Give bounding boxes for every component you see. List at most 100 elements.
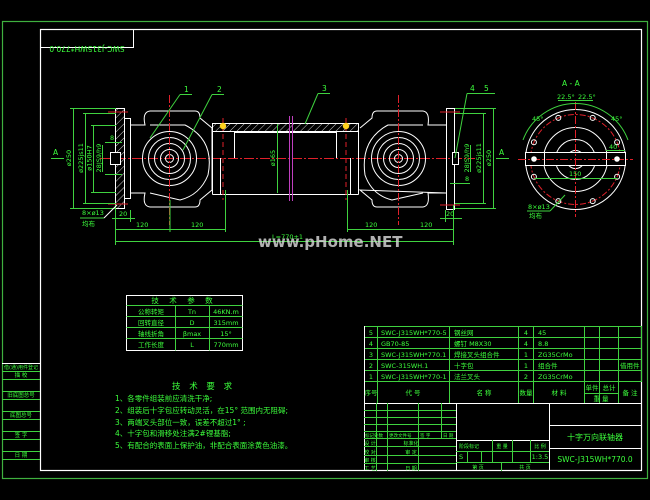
svg-text:轴线折角: 轴线折角 — [138, 329, 164, 338]
svg-text:回转直径: 回转直径 — [138, 318, 165, 327]
svg-text:工 艺: 工 艺 — [364, 466, 376, 472]
svg-text:备 注: 备 注 — [622, 388, 638, 397]
watermark: www.pHome.NET — [258, 233, 403, 251]
svg-text:1:3.5: 1:3.5 — [532, 453, 549, 461]
svg-text:1: 1 — [369, 373, 373, 381]
svg-text:S: S — [459, 453, 463, 461]
svg-text:ø150H7: ø150H7 — [86, 145, 94, 170]
title-block: 标记处数 更改文件号 签 字 日 期 设 计 校 对 审 核 工 艺 标准化 审… — [364, 403, 642, 472]
svg-text:2: 2 — [217, 85, 222, 94]
svg-text:日 期: 日 期 — [405, 466, 417, 472]
svg-text:20: 20 — [446, 210, 454, 218]
svg-text:ø225js11: ø225js11 — [475, 143, 483, 173]
svg-text:技 术 参 数: 技 术 参 数 — [151, 295, 216, 305]
svg-text:1: 1 — [524, 351, 528, 359]
section-a-a: A - A 22.5° 22.5° 45° 45° 40 150 8×ø13 均… — [518, 79, 633, 220]
svg-text:技 术 要 求: 技 术 要 求 — [172, 381, 235, 392]
svg-text:4: 4 — [369, 340, 373, 348]
svg-text:第 页: 第 页 — [472, 464, 484, 471]
svg-text:签 字: 签 字 — [420, 432, 431, 439]
svg-text:4: 4 — [470, 84, 475, 93]
left-yoke — [130, 95, 213, 225]
svg-text:150: 150 — [569, 170, 581, 178]
svg-text:120: 120 — [365, 221, 377, 229]
svg-text:日 期: 日 期 — [443, 433, 454, 439]
svg-text:8: 8 — [465, 175, 469, 183]
product-name: 十字万向联轴器 — [567, 432, 623, 442]
section-marker-left: A — [53, 148, 59, 157]
svg-text:标准化: 标准化 — [403, 440, 418, 447]
svg-text:组合件: 组合件 — [538, 361, 558, 370]
svg-text:阶段标记: 阶段标记 — [459, 443, 479, 450]
corner-label: SWC-J315WH*770.0 — [49, 44, 125, 53]
part-balloons: 1 2 3 4 5 — [149, 84, 495, 159]
svg-text:借用件: 借用件 — [620, 361, 640, 370]
svg-text:单件: 单件 — [586, 383, 600, 392]
svg-text:共 页: 共 页 — [519, 464, 531, 471]
svg-text:代 号: 代 号 — [405, 388, 421, 397]
svg-text:8.8: 8.8 — [538, 340, 548, 348]
svg-text:十字包: 十字包 — [454, 361, 474, 370]
svg-text:15°: 15° — [220, 330, 232, 338]
svg-text:比 例: 比 例 — [534, 443, 546, 450]
svg-text:ZG35CrMo: ZG35CrMo — [538, 351, 573, 359]
params-table: 技 术 参 数 公称转矩 Tn 46KN.m 回转直径 D 315mm 轴线折角… — [126, 295, 243, 351]
svg-text:120: 120 — [420, 221, 432, 229]
svg-text:ø165: ø165 — [269, 150, 277, 166]
svg-text:3、两端叉头部位一致，误差不超过1° ;: 3、两端叉头部位一致，误差不超过1° ; — [115, 417, 246, 427]
svg-text:重 量: 重 量 — [496, 443, 508, 450]
svg-text:ZG35CrMo: ZG35CrMo — [538, 373, 573, 381]
svg-text:审 核: 审 核 — [364, 457, 376, 464]
svg-text:5: 5 — [369, 329, 373, 337]
svg-text:借(通)用件登记: 借(通)用件登记 — [4, 364, 38, 371]
bom-table: 5 SWC-J315WH*770-5 钢丝网 4 45 4 GB70-85 螺钉… — [364, 326, 642, 471]
svg-text:材 料: 材 料 — [551, 388, 567, 397]
svg-text:ø250: ø250 — [65, 150, 73, 166]
svg-text:SWC-J315WH*770.1: SWC-J315WH*770.1 — [381, 351, 446, 359]
svg-text:120: 120 — [136, 221, 148, 229]
grease-fitting-right — [342, 122, 350, 130]
svg-text:旧底图总号: 旧底图总号 — [7, 391, 35, 399]
outer-frame — [1, 20, 649, 480]
inner-frame — [39, 28, 643, 472]
corner-label-box: SWC-J315WH*770.0 — [40, 29, 134, 53]
svg-text:4: 4 — [524, 329, 528, 337]
svg-text:4: 4 — [524, 340, 528, 348]
svg-text:螺钉 M8X30: 螺钉 M8X30 — [454, 339, 492, 348]
svg-text:焊接叉头组合件: 焊接叉头组合件 — [454, 350, 500, 359]
svg-text:序号: 序号 — [365, 388, 379, 397]
svg-text:均布: 均布 — [82, 219, 96, 228]
svg-text:5: 5 — [484, 84, 489, 93]
svg-text:3: 3 — [322, 84, 327, 93]
svg-text:均布: 均布 — [529, 211, 543, 220]
svg-text:总计: 总计 — [603, 383, 617, 392]
svg-text:SWC-J315WH*770-5: SWC-J315WH*770-5 — [381, 329, 447, 337]
svg-text:770mm: 770mm — [213, 341, 238, 349]
svg-text:L: L — [190, 341, 194, 349]
svg-text:更改文件号: 更改文件号 — [389, 432, 412, 439]
svg-text:公称转矩: 公称转矩 — [138, 307, 165, 316]
left-flange — [108, 108, 131, 209]
svg-text:底图总号: 底图总号 — [10, 411, 33, 419]
tube-dimension: ø165 — [269, 124, 278, 193]
svg-text:名 称: 名 称 — [476, 388, 492, 397]
svg-text:4、十字包和滑移处注满2#锂基脂;: 4、十字包和滑移处注满2#锂基脂; — [115, 428, 231, 438]
svg-text:标记处数: 标记处数 — [365, 432, 383, 439]
svg-text:1、各零件组装前应清洗干净;: 1、各零件组装前应清洗干净; — [115, 393, 212, 403]
svg-text:5、有配合的表面上保护油，非配合表面涂黄色油漆。: 5、有配合的表面上保护油，非配合表面涂黄色油漆。 — [115, 440, 292, 450]
svg-text:45°: 45° — [611, 115, 623, 123]
svg-text:Tn: Tn — [187, 308, 196, 316]
svg-text:法兰叉头: 法兰叉头 — [454, 372, 481, 381]
svg-text:L=770±1: L=770±1 — [272, 233, 303, 241]
svg-text:工作长度: 工作长度 — [138, 340, 165, 349]
svg-text:SWC-J315WH*770-1: SWC-J315WH*770-1 — [381, 373, 447, 381]
svg-text:3: 3 — [369, 351, 373, 359]
svg-text:28JS9/h9: 28JS9/h9 — [95, 144, 103, 173]
tech-requirements: 技 术 要 求 1、各零件组装前应清洗干净; 2、组装后十字包应转动灵活，在15… — [115, 381, 292, 450]
svg-text:45°: 45° — [532, 115, 544, 123]
svg-text:描 校: 描 校 — [15, 371, 28, 379]
svg-text:20: 20 — [119, 210, 127, 218]
side-stamp: 借(通)用件登记 描 校 旧底图总号 底图总号 签 字 日 期 — [2, 363, 40, 460]
svg-text:D: D — [189, 319, 194, 327]
grease-fitting-left — [219, 122, 227, 130]
